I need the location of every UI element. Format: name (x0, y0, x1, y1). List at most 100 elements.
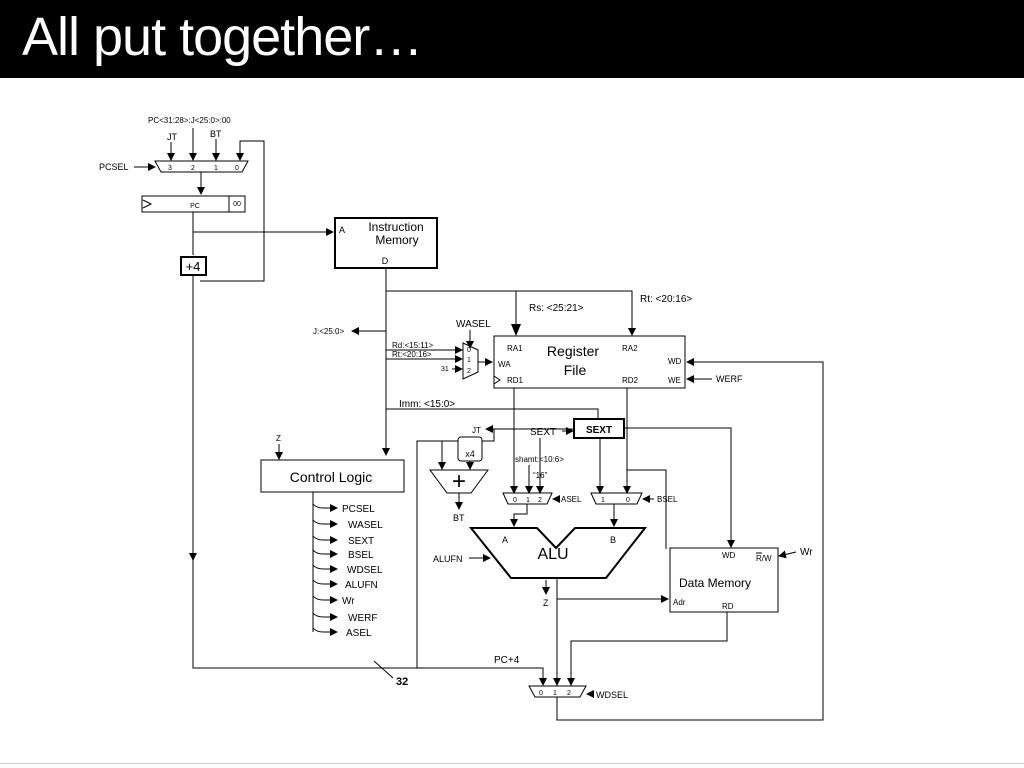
rt-20-16-small-label: Rt:<20:16> (392, 350, 432, 359)
imem-title-line2: Memory (375, 233, 418, 247)
wdsel-input-2: 2 (567, 690, 571, 697)
alu-a-label: A (502, 535, 508, 545)
rf-wa-label: WA (498, 360, 511, 369)
pcmux-input-1: 1 (214, 165, 218, 172)
pc-concat-label: PC<31:28>:J<25:0>:00 (148, 116, 231, 125)
wr-in-label: Wr (800, 547, 813, 558)
imem-d-label: D (382, 256, 389, 266)
dm-adr-label: Adr (673, 598, 686, 607)
data-memory: WD R/W Data Memory Adr RD (669, 547, 779, 613)
dm-title: Data Memory (679, 576, 751, 590)
pc-00-label: 00 (233, 201, 241, 208)
pcmux-input-0: 0 (235, 165, 239, 172)
wire-imm-field (385, 399, 599, 419)
register-file: RA1 RA2 WA WD RD1 RD2 WE Register File (493, 335, 686, 389)
asel-label: ASEL (561, 495, 582, 504)
j-25-0-label: J:<25:0> (313, 327, 344, 336)
rt-20-16-label: Rt: <20:16> (640, 294, 692, 305)
alufn-label: ALUFN (433, 554, 463, 564)
pcmux-input-2: 2 (191, 165, 195, 172)
imem-a-label: A (339, 225, 345, 235)
asel-input-1: 1 (526, 497, 530, 504)
wire-rt-to-ra2 (386, 290, 636, 336)
bus-32-label: 32 (396, 676, 408, 688)
wamux-input-0: 0 (467, 347, 471, 354)
title-bar: All put together… (0, 0, 1024, 78)
pc-label: PC (190, 203, 200, 210)
asel-mux: 0 1 2 (502, 492, 553, 505)
wire-pc4-to-wdsel (417, 667, 547, 686)
control-output-label: BSEL (348, 550, 374, 561)
wire-wr (778, 550, 797, 559)
control-output-label: Wr (342, 596, 355, 607)
pcsel-label: PCSEL (99, 162, 129, 172)
pc-register: PC 00 (141, 195, 246, 213)
wamux-input-2: 2 (467, 368, 471, 375)
wire-rd-to-wdsel (567, 612, 728, 686)
wire-wd-feedback (556, 358, 824, 721)
alu-label: ALU (537, 546, 568, 563)
x4-shifter: x4 (457, 436, 483, 462)
control-output-label: WDSEL (347, 565, 383, 576)
wire-pc4-loop (200, 140, 265, 282)
branch-adder: + (429, 468, 489, 495)
rs-25-21-label: Rs: <25:21> (529, 303, 584, 314)
imm-15-0-label: Imm: <15:0> (399, 399, 455, 410)
rf-wd-label: WD (668, 357, 682, 366)
plus4-adder: +4 (180, 256, 207, 276)
pcmux-input-3: 3 (168, 165, 172, 172)
wamux-input-1: 1 (467, 357, 471, 364)
bottom-divider (0, 763, 1024, 764)
dm-wd-label: WD (722, 551, 736, 560)
control-logic-label: Control Logic (290, 469, 373, 485)
const-16-label: “16” (533, 471, 548, 480)
control-output-arrow (312, 595, 338, 604)
wire-sext-to-x4 (482, 429, 495, 442)
rf-ra1-label: RA1 (507, 344, 523, 353)
plus4-label: +4 (186, 259, 201, 274)
rf-title-line1: Register (547, 343, 599, 359)
control-output-label: ASEL (346, 628, 372, 639)
sext-label: SEXT (530, 427, 556, 438)
control-output-label: WASEL (348, 520, 383, 531)
wdsel-input-1: 1 (553, 690, 557, 697)
control-output-arrow (312, 535, 338, 544)
wdsel-mux: 0 1 2 (528, 685, 587, 698)
instruction-memory: A Instruction Memory D (334, 217, 438, 269)
const-31-label: 31 (441, 366, 449, 373)
jt-label: JT (167, 132, 178, 142)
jt-small-label: JT (472, 426, 481, 435)
wasel-mux: 0 1 2 (462, 342, 479, 380)
slide-title: All put together… (22, 7, 423, 67)
dm-rd-label: RD (722, 602, 734, 611)
sext-box: SEXT (573, 418, 625, 439)
rf-we-label: WE (668, 376, 681, 385)
rd-15-11-label: Rd:<15:11> (392, 341, 434, 350)
control-output-label: WERF (348, 613, 377, 624)
bus-width-slash (373, 660, 394, 679)
shamt-label: shamt:<10:6> (515, 455, 564, 464)
wasel-label: WASEL (456, 319, 491, 330)
bt-small-label: BT (453, 513, 465, 523)
control-output-arrow (312, 519, 338, 528)
z-out-label: Z (543, 598, 549, 608)
rf-title-line2: File (564, 362, 587, 378)
bt-label: BT (210, 129, 222, 139)
control-output-label: PCSEL (342, 504, 375, 515)
werf-label: WERF (716, 374, 743, 384)
pc4-label: PC+4 (494, 655, 520, 666)
bsel-label: BSEL (657, 495, 678, 504)
dm-rw-label: R/W (756, 554, 772, 563)
control-output-arrow (312, 564, 338, 573)
bsel-input-0: 0 (626, 497, 630, 504)
rf-ra2-label: RA2 (622, 344, 638, 353)
rf-rd1-label: RD1 (507, 376, 524, 385)
asel-input-2: 2 (538, 497, 542, 504)
control-output-arrow (312, 549, 338, 558)
control-output-label: ALUFN (345, 580, 378, 591)
control-output-arrow (312, 627, 338, 636)
control-output-arrow (312, 612, 338, 621)
alu-b-label: B (610, 535, 616, 545)
